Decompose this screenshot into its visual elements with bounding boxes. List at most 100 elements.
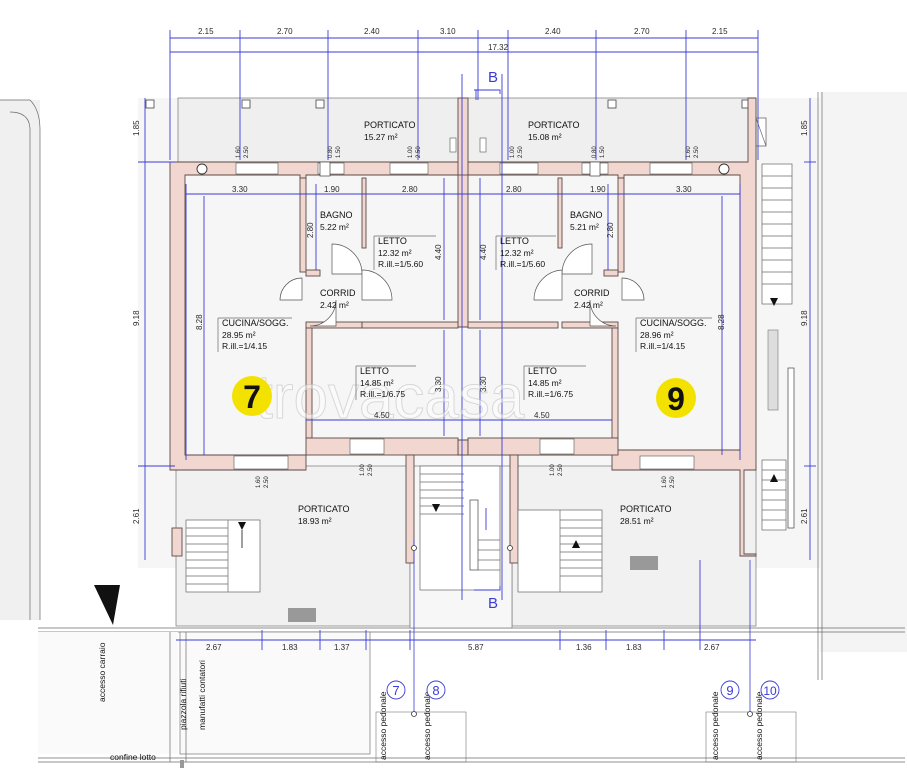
confine-lotto-label: confine lotto bbox=[110, 752, 156, 762]
room-area: 2.42 m² bbox=[320, 300, 349, 310]
unit-number: 7 bbox=[243, 379, 261, 415]
room-ratio: R.ill.=1/6.75 bbox=[528, 389, 573, 399]
room-name: LETTO bbox=[378, 236, 407, 246]
room-name: BAGNO bbox=[570, 210, 603, 220]
room-area: 15.27 m² bbox=[364, 132, 398, 142]
room-name: CORRID bbox=[320, 288, 356, 298]
window-height: 2.50 bbox=[558, 464, 564, 476]
section-marker-bottom: B bbox=[488, 595, 498, 612]
manufatti-contatori-label: manufatti contatori bbox=[197, 660, 207, 730]
room-area: 28.51 m² bbox=[620, 516, 654, 526]
room-name: LETTO bbox=[528, 366, 557, 376]
room-area: 5.22 m² bbox=[320, 222, 349, 232]
window-height: 2.50 bbox=[264, 476, 270, 488]
dim-side: 1.85 bbox=[132, 120, 141, 136]
window-height: 1.50 bbox=[336, 146, 342, 158]
dim-side: 2.61 bbox=[800, 508, 809, 524]
dimension-lines bbox=[138, 30, 816, 650]
dim-interior: 3.30 bbox=[676, 185, 692, 194]
accesso-pedonale-label: accesso pedonale bbox=[710, 691, 720, 760]
accesso-pedonale-label: accesso pedonale bbox=[378, 691, 388, 760]
dim-interior: 1.90 bbox=[590, 185, 606, 194]
room-area: 12.32 m² bbox=[378, 248, 412, 258]
piazzola-rifiuti-label: piazzola rifiuti bbox=[178, 678, 188, 730]
dim-bottom: 1.83 bbox=[282, 643, 298, 652]
room-area: 14.85 m² bbox=[528, 378, 562, 388]
site-labels: accesso carraio piazzola rifiuti manufat… bbox=[94, 540, 797, 763]
window-height: 2.50 bbox=[694, 146, 700, 158]
dim-letto2-height: 3.30 bbox=[434, 376, 443, 392]
access-number: 10 bbox=[763, 684, 777, 698]
unit-badge-circle bbox=[232, 376, 272, 416]
dim-letto2-height: 3.30 bbox=[479, 376, 488, 392]
room-name: CUCINA/SOGG. bbox=[640, 318, 707, 328]
room-area: 2.42 m² bbox=[574, 300, 603, 310]
access-number-circle bbox=[720, 680, 740, 700]
room-name: PORTICATO bbox=[298, 504, 350, 514]
window-width: 0.80 bbox=[328, 146, 334, 158]
access-number-circle bbox=[426, 680, 446, 700]
dim-overall: 17.32 bbox=[488, 43, 509, 52]
dim-bottom: 1.36 bbox=[576, 643, 592, 652]
room-area: 5.21 m² bbox=[570, 222, 599, 232]
dim-bagno-height: 2.80 bbox=[306, 222, 315, 238]
window-width: 1.60 bbox=[256, 476, 262, 488]
room-labels: PORTICATO 15.27 m² PORTICATO 15.08 m² BA… bbox=[217, 120, 712, 526]
room-name: PORTICATO bbox=[364, 120, 416, 130]
dim-bottom: 1.37 bbox=[334, 643, 350, 652]
window-width: 1.60 bbox=[686, 146, 692, 158]
room-area: 28.96 m² bbox=[640, 330, 674, 340]
dim-top: 2.40 bbox=[364, 27, 380, 36]
unit-number: 9 bbox=[667, 381, 685, 417]
unit-badge-9: 9 bbox=[656, 378, 696, 418]
dim-bottom: 5.87 bbox=[468, 643, 484, 652]
room-ratio: R.ill.=1/4.15 bbox=[640, 341, 685, 351]
dim-top: 2.70 bbox=[277, 27, 293, 36]
access-number-circle bbox=[760, 680, 780, 700]
dim-bottom: 2.67 bbox=[704, 643, 720, 652]
room-name: LETTO bbox=[500, 236, 529, 246]
dim-top: 2.15 bbox=[712, 27, 728, 36]
dim-letto-width: 4.50 bbox=[534, 411, 550, 420]
dim-bottom: 1.83 bbox=[626, 643, 642, 652]
window-height: 2.50 bbox=[670, 476, 676, 488]
dim-cucina-height: 8.28 bbox=[717, 314, 726, 330]
unit-badge-circle bbox=[656, 378, 696, 418]
entrance-arrow-icon bbox=[94, 585, 120, 625]
doors bbox=[279, 243, 645, 327]
window-height: 1.50 bbox=[600, 146, 606, 158]
window-height: 2.50 bbox=[416, 146, 422, 158]
room-area: 18.93 m² bbox=[298, 516, 332, 526]
walls bbox=[169, 97, 757, 564]
room-area: 28.95 m² bbox=[222, 330, 256, 340]
room-name: CUCINA/SOGG. bbox=[222, 318, 289, 328]
dim-top: 2.15 bbox=[198, 27, 214, 36]
dim-cucina-height: 8.28 bbox=[195, 314, 204, 330]
access-number-circle bbox=[386, 680, 406, 700]
dim-interior: 2.80 bbox=[402, 185, 418, 194]
stairs bbox=[185, 163, 795, 622]
room-name: LETTO bbox=[360, 366, 389, 376]
dim-top: 2.70 bbox=[634, 27, 650, 36]
unit-badge-7: 7 bbox=[232, 376, 272, 416]
section-marker-top: B bbox=[488, 69, 498, 86]
window-width: 1.60 bbox=[662, 476, 668, 488]
dim-top: 3.10 bbox=[440, 27, 456, 36]
window-height: 2.50 bbox=[244, 146, 250, 158]
window-width: 1.60 bbox=[236, 146, 242, 158]
accesso-carraio-label: accesso carraio bbox=[97, 642, 107, 702]
dim-letto-width: 4.50 bbox=[374, 411, 390, 420]
room-area: 12.32 m² bbox=[500, 248, 534, 258]
dim-side: 1.85 bbox=[800, 120, 809, 136]
window-width: 0.80 bbox=[592, 146, 598, 158]
room-area: 15.08 m² bbox=[528, 132, 562, 142]
dimension-labels: 2.15 2.70 2.40 3.10 2.40 2.70 2.15 17.32… bbox=[132, 27, 809, 652]
watermark: trovacasa bbox=[256, 363, 525, 432]
dim-interior: 3.30 bbox=[232, 185, 248, 194]
room-ratio: R.ill.=1/4.15 bbox=[222, 341, 267, 351]
window-height: 2.50 bbox=[368, 464, 374, 476]
room-ratio: R.ill.=1/6.75 bbox=[360, 389, 405, 399]
room-name: CORRID bbox=[574, 288, 610, 298]
dim-bagno-height: 2.80 bbox=[606, 222, 615, 238]
